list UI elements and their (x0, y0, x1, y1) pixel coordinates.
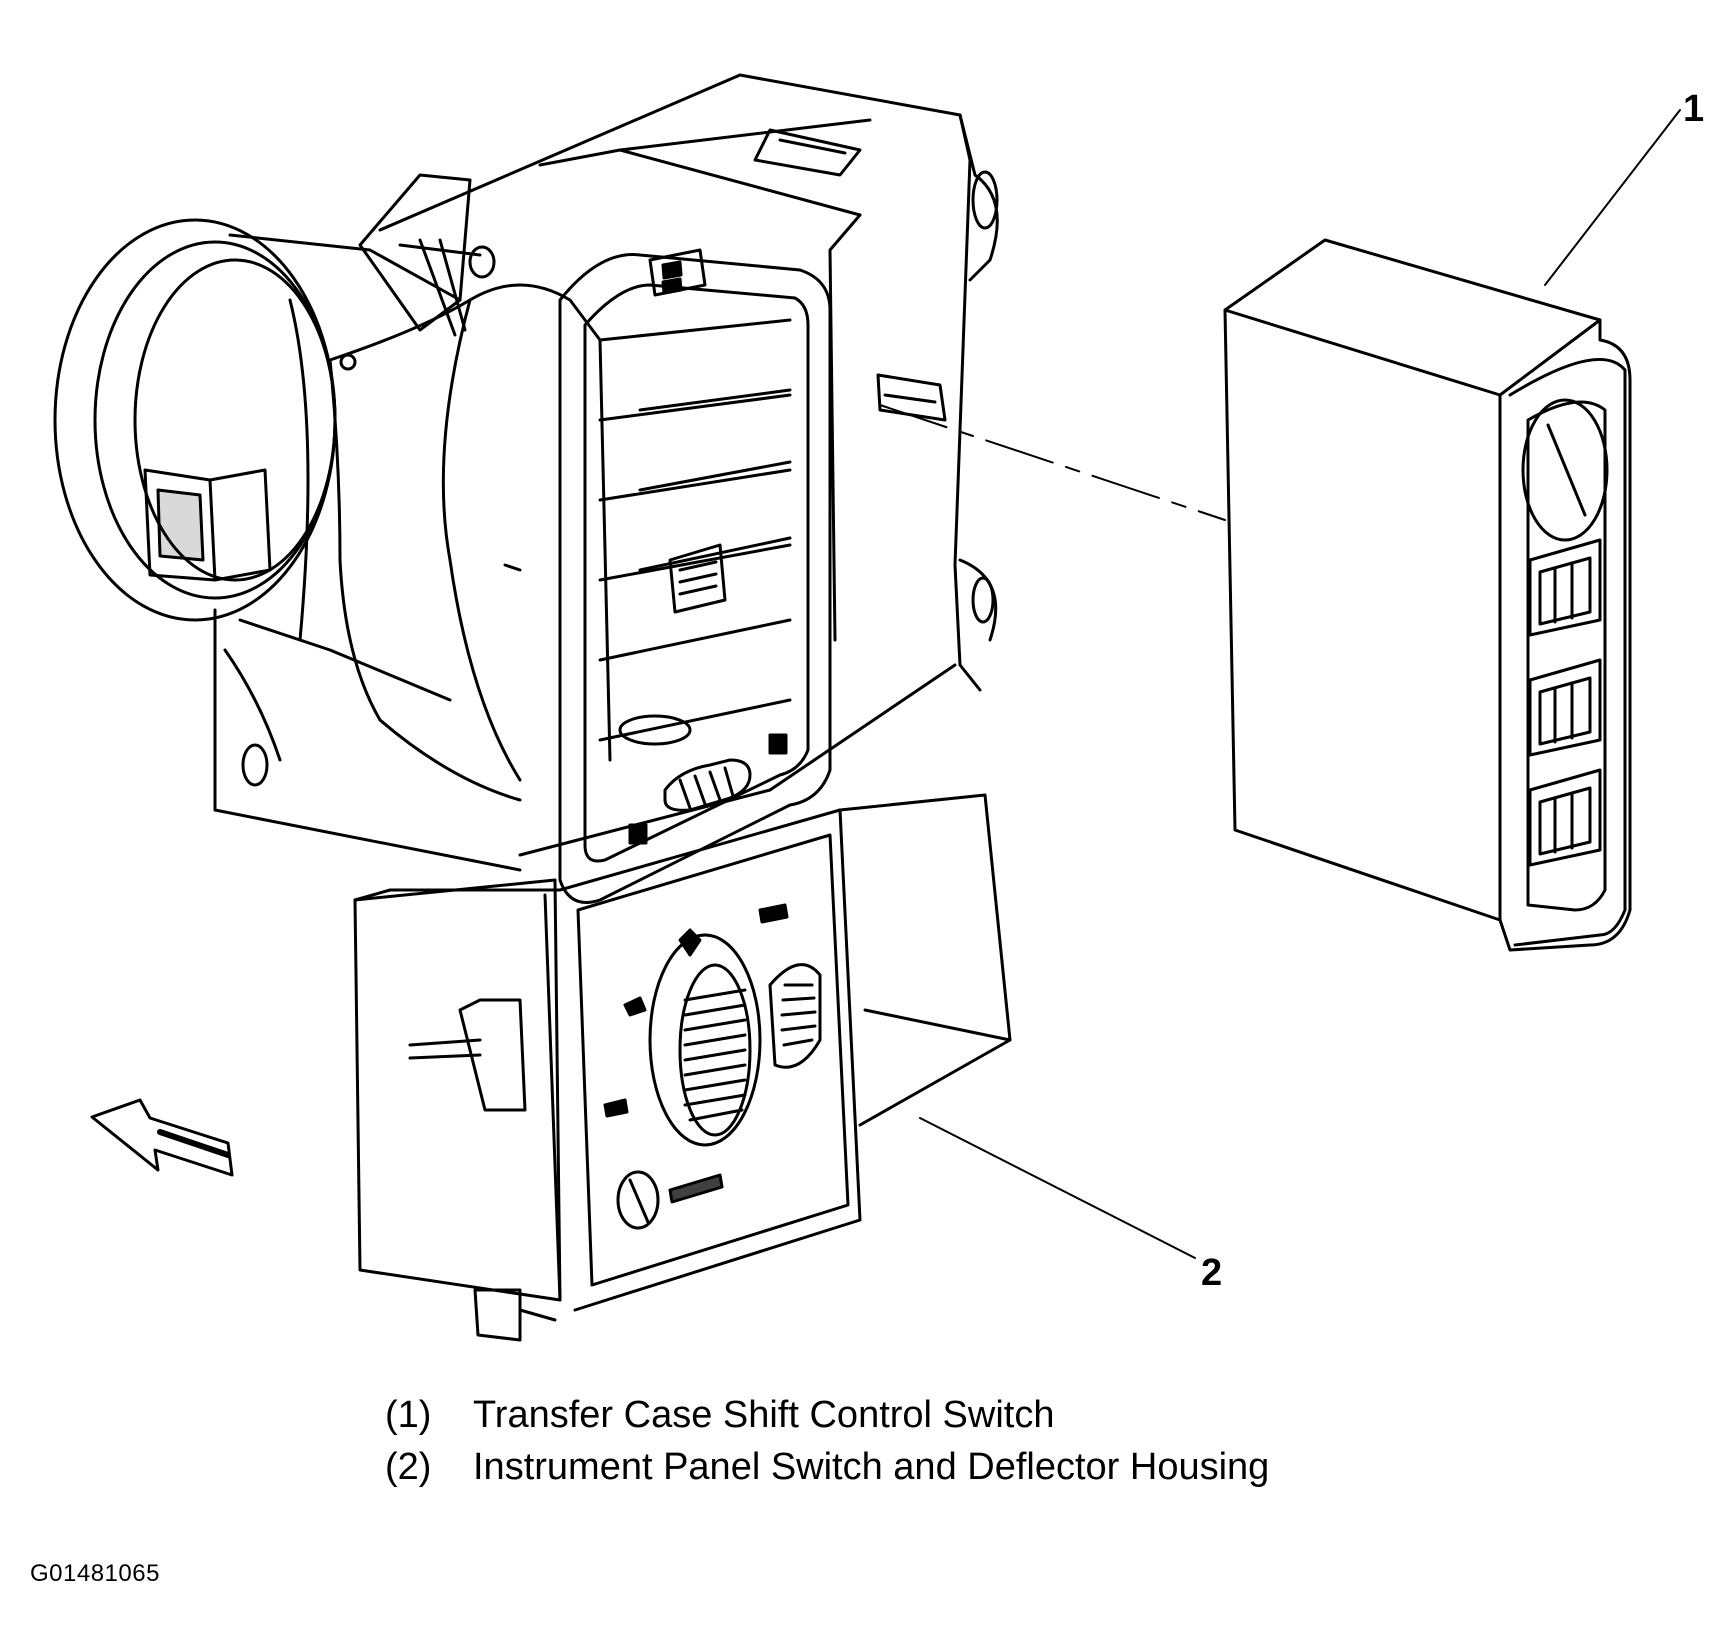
legend-number: (2) (385, 1446, 432, 1488)
callout-1: 1 (1683, 88, 1705, 130)
rear-duct (55, 220, 460, 700)
dimmer-thumbwheel (770, 965, 820, 1068)
legend-item-2: (2) Instrument Panel Switch and Deflecto… (385, 1444, 1285, 1490)
mode-buttons (1530, 540, 1600, 865)
leader-line-2 (920, 1118, 1195, 1258)
headlamp-symbol-icon (680, 930, 700, 955)
fog-lamp-button (618, 1172, 658, 1228)
installation-axis (880, 405, 1225, 520)
direction-arrow-icon (92, 1100, 232, 1175)
mode-select-knob (1523, 400, 1607, 540)
switch-deflector-housing (55, 75, 1010, 1340)
legend-item-1: (1) Transfer Case Shift Control Switch (385, 1392, 1285, 1438)
lower-switch-panel (355, 795, 1010, 1340)
dome-symbol-icon (760, 905, 787, 922)
legend-number: (1) (385, 1394, 432, 1436)
parts-legend: (1) Transfer Case Shift Control Switch (… (385, 1392, 1285, 1496)
louver-adjuster (670, 545, 725, 612)
vent-shroud (330, 285, 610, 800)
headlamp-switch-knob (650, 935, 760, 1145)
legend-text: Instrument Panel Switch and Deflector Ho… (473, 1446, 1270, 1488)
mounting-tab (360, 175, 494, 335)
fog-lamp-label-mark (670, 1175, 722, 1202)
side-latch (145, 470, 270, 580)
figure-id: G01481065 (30, 1560, 160, 1587)
off-symbol-icon (605, 1100, 627, 1116)
transfer-case-switch (1225, 240, 1630, 950)
leader-lines (880, 110, 1680, 1258)
parking-lamp-symbol-icon (625, 998, 645, 1015)
air-vent (560, 250, 830, 903)
housing-frame (215, 75, 997, 870)
leader-line-1 (1545, 110, 1680, 285)
legend-text: Transfer Case Shift Control Switch (473, 1394, 1055, 1436)
callout-2: 2 (1201, 1252, 1223, 1294)
